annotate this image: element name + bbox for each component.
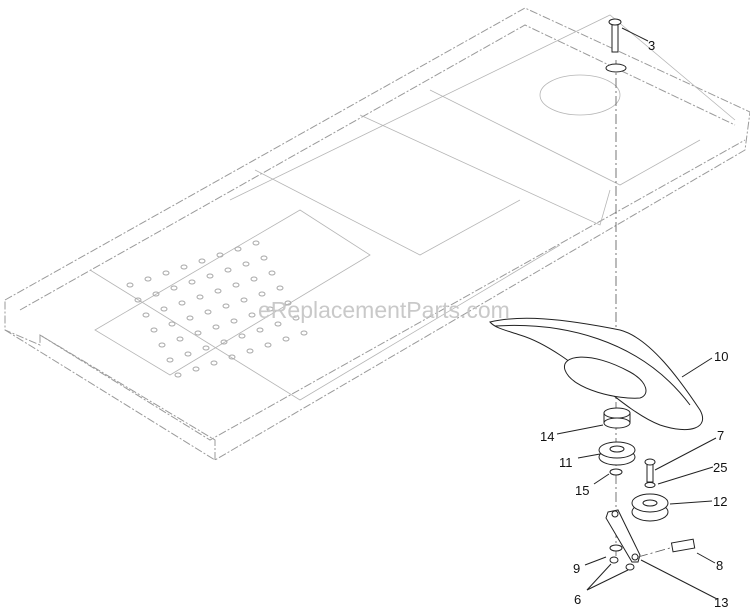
callout-7: 7 xyxy=(717,428,724,443)
frame-hole xyxy=(212,324,220,330)
callout-leaders xyxy=(556,27,718,600)
frame-hole xyxy=(276,285,284,291)
frame-hole xyxy=(224,267,232,273)
frame-hole xyxy=(222,303,230,309)
callout-10: 10 xyxy=(714,349,728,364)
frame-hole xyxy=(126,282,134,288)
frame-hole xyxy=(238,333,246,339)
pulley-11 xyxy=(598,441,636,466)
frame-hole xyxy=(266,306,274,312)
frame-hole xyxy=(180,264,188,270)
frame-hole xyxy=(150,327,158,333)
frame-hole xyxy=(234,246,242,252)
frame-hole xyxy=(242,261,250,267)
frame-hole xyxy=(246,348,254,354)
frame-hole xyxy=(300,330,308,336)
frame-hole xyxy=(188,279,196,285)
frame-hole xyxy=(194,330,202,336)
frame-hole xyxy=(264,342,272,348)
frame-holes xyxy=(126,240,308,378)
frame-hole xyxy=(292,315,300,321)
frame-hole xyxy=(192,366,200,372)
callout-13: 13 xyxy=(714,595,728,610)
frame-hole xyxy=(258,291,266,297)
bolt-7 xyxy=(644,458,656,483)
frame-hole xyxy=(228,354,236,360)
bolt-3 xyxy=(605,18,627,73)
frame-hole xyxy=(198,258,206,264)
watermark: eReplacementParts.com xyxy=(258,297,510,323)
frame-hole xyxy=(152,291,160,297)
callout-labels: 3 10 14 11 15 7 25 12 9 8 6 13 xyxy=(540,38,728,610)
frame-hole xyxy=(144,276,152,282)
frame-hole xyxy=(134,297,142,303)
frame-hole xyxy=(214,288,222,294)
callout-3: 3 xyxy=(648,38,655,53)
frame-hole xyxy=(260,255,268,261)
frame-hole xyxy=(220,339,228,345)
frame-hole xyxy=(230,318,238,324)
frame-hole xyxy=(252,240,260,246)
callout-6: 6 xyxy=(574,592,581,607)
frame-hole xyxy=(268,270,276,276)
frame-hole xyxy=(184,351,192,357)
frame-hole xyxy=(210,360,218,366)
frame-hole xyxy=(170,285,178,291)
callout-8: 8 xyxy=(716,558,723,573)
mower-frame xyxy=(4,7,750,461)
frame-hole xyxy=(166,357,174,363)
spring-8 xyxy=(637,538,696,558)
frame-hole xyxy=(176,336,184,342)
frame-hole xyxy=(186,315,194,321)
callout-9: 9 xyxy=(573,561,580,576)
frame-hole xyxy=(142,312,150,318)
frame-hole xyxy=(274,321,282,327)
frame-hole xyxy=(248,312,256,318)
frame-hole xyxy=(196,294,204,300)
pulley-14 xyxy=(603,407,631,429)
frame-hole xyxy=(162,270,170,276)
frame-hole xyxy=(206,273,214,279)
frame-hole xyxy=(250,276,258,282)
frame-hole xyxy=(284,300,292,306)
frame-hole xyxy=(232,282,240,288)
idler-arm-13 xyxy=(605,509,641,571)
washer-25 xyxy=(644,482,656,488)
callout-12: 12 xyxy=(713,494,727,509)
frame-hole xyxy=(158,342,166,348)
frame-hole xyxy=(216,252,224,258)
idler-pulley-12 xyxy=(631,493,669,522)
frame-hole xyxy=(168,321,176,327)
frame-hole xyxy=(204,309,212,315)
belt-10 xyxy=(489,317,703,431)
frame-hole xyxy=(240,297,248,303)
callout-25: 25 xyxy=(713,460,727,475)
frame-hole xyxy=(160,306,168,312)
callout-15: 15 xyxy=(575,483,589,498)
frame-hole xyxy=(282,336,290,342)
frame-hole xyxy=(178,300,186,306)
washer-15 xyxy=(609,468,623,476)
callout-11: 11 xyxy=(559,455,573,470)
frame-hole xyxy=(202,345,210,351)
frame-hole xyxy=(174,372,182,378)
frame-hole xyxy=(256,327,264,333)
callout-14: 14 xyxy=(540,429,554,444)
